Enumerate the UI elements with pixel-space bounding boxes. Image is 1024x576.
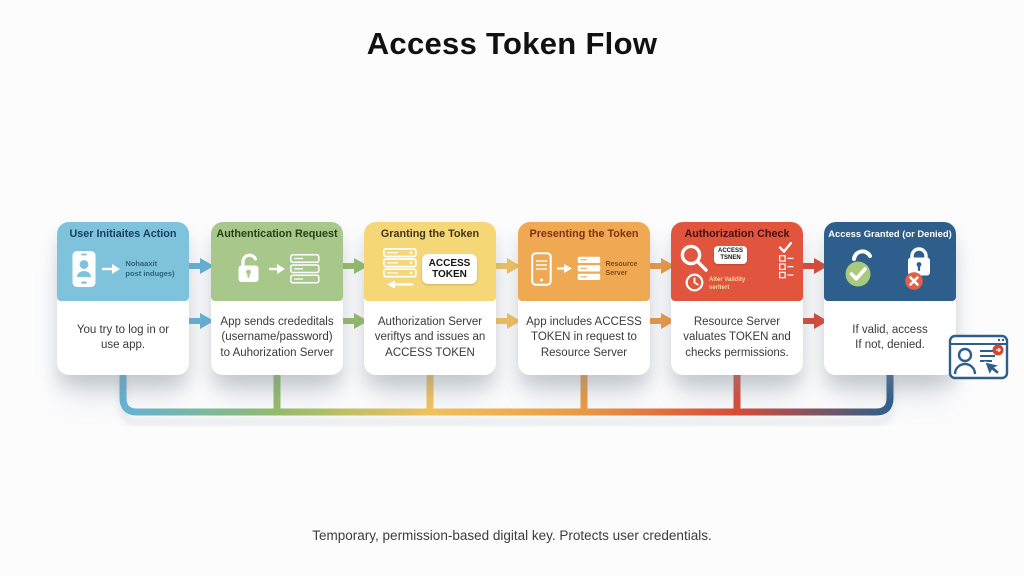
left-arrow-icon [386, 280, 413, 289]
step2-icon-row [211, 241, 343, 301]
step5-title: Authorization Check [684, 228, 790, 240]
step6-icon-row [824, 239, 956, 301]
access-denied-icon [905, 247, 930, 290]
phone-user-icon [72, 250, 96, 287]
access-token-badge: ACCESS TOKEN [421, 253, 478, 285]
step5-description: Resource Server valuates TOKEN and check… [683, 316, 791, 359]
step-card-user-initiates-action: User Initiaites Action Nohaaxit post ind… [57, 222, 189, 375]
arrow-step3-to-step4-bottom [493, 313, 521, 329]
step1-note: Nohaaxit post induges) [125, 258, 175, 278]
step3-icon-row: ACCESS TOKEN [364, 241, 496, 301]
arrow-step2-to-step3-bottom [340, 313, 368, 329]
step4-icon-row: Resource Server [518, 241, 650, 301]
step4-title: Presenting the Token [529, 228, 639, 240]
credentials-list-icon [290, 253, 320, 284]
step-card-granting-the-token: Granting the Token ACCESS TOKEN Authoriz… [364, 222, 496, 375]
arrow-step1-to-step2-top [186, 258, 214, 274]
step-card-authorization-check: Authorization Check ACCESS TSNEN Aiter V… [671, 222, 803, 375]
arrow-step4-to-step5-bottom [647, 313, 675, 329]
right-arrow-icon [102, 263, 121, 274]
auth-server-icon [382, 248, 417, 278]
access-token-mini-badge: ACCESS TSNEN [714, 245, 748, 264]
right-arrow-icon [269, 263, 285, 274]
step2-title: Authentication Request [216, 228, 338, 240]
step5-icon-row: ACCESS TSNEN Aiter Vaildity verltert [671, 241, 803, 301]
access-granted-icon [845, 249, 872, 287]
step6-header: Access Granted (or Denied) [824, 222, 956, 301]
magnifier-icon [680, 244, 708, 272]
step-card-authentication-request: Authentication Request App sends cr [211, 222, 343, 375]
step2-header: Authentication Request [211, 222, 343, 301]
step4-description: App includes ACCESS TOKEN in request to … [526, 316, 642, 359]
clock-icon [685, 273, 704, 292]
browser-user-icon [948, 334, 1009, 380]
step1-icon-row: Nohaaxit post induges) [57, 241, 189, 301]
connector-shadow [119, 379, 894, 426]
arrow-step4-to-step5-top [647, 258, 675, 274]
check-icon [779, 241, 792, 253]
checklist-icon [779, 254, 794, 279]
arrow-step5-to-step6-top [800, 258, 828, 274]
connector-path [119, 365, 894, 416]
step-card-access-granted-or-denied: Access Granted (or Denied) If valid, acc… [824, 222, 956, 375]
resource-server-icon [577, 257, 600, 281]
step1-description: You try to log in or use app. [76, 323, 170, 351]
step1-header: User Initiaites Action Nohaaxit post ind… [57, 222, 189, 301]
step6-description: If valid, access If not, denied. [852, 323, 928, 351]
right-arrow-icon [556, 264, 572, 274]
footer-caption: Temporary, permission-based digital key.… [312, 528, 712, 543]
step-card-presenting-the-token: Presenting the Token Resource [518, 222, 650, 375]
step6-title: Access Granted (or Denied) [828, 228, 952, 239]
step5-header: Authorization Check ACCESS TSNEN Aiter V… [671, 222, 803, 301]
step3-title: Granting the Token [380, 228, 480, 240]
arrow-step3-to-step4-top [493, 258, 521, 274]
step2-description: App sends crededitals (username/password… [220, 316, 334, 359]
step3-description: Authorization Server veriftys and issues… [374, 316, 486, 359]
arrow-step1-to-step2-bottom [186, 313, 214, 329]
token-validity-note: Aiter Vaildity verltert [709, 276, 746, 291]
open-lock-icon [238, 253, 259, 283]
phone-outline-icon [530, 252, 552, 286]
arrow-step5-to-step6-bottom [800, 313, 828, 329]
step1-title: User Initiaites Action [69, 228, 177, 240]
step3-header: Granting the Token ACCESS TOKEN [364, 222, 496, 301]
resource-server-label: Resource Server [605, 260, 638, 277]
step4-header: Presenting the Token Resource [518, 222, 650, 301]
page-title: Access Token Flow [366, 26, 658, 61]
arrow-step2-to-step3-top [340, 258, 368, 274]
